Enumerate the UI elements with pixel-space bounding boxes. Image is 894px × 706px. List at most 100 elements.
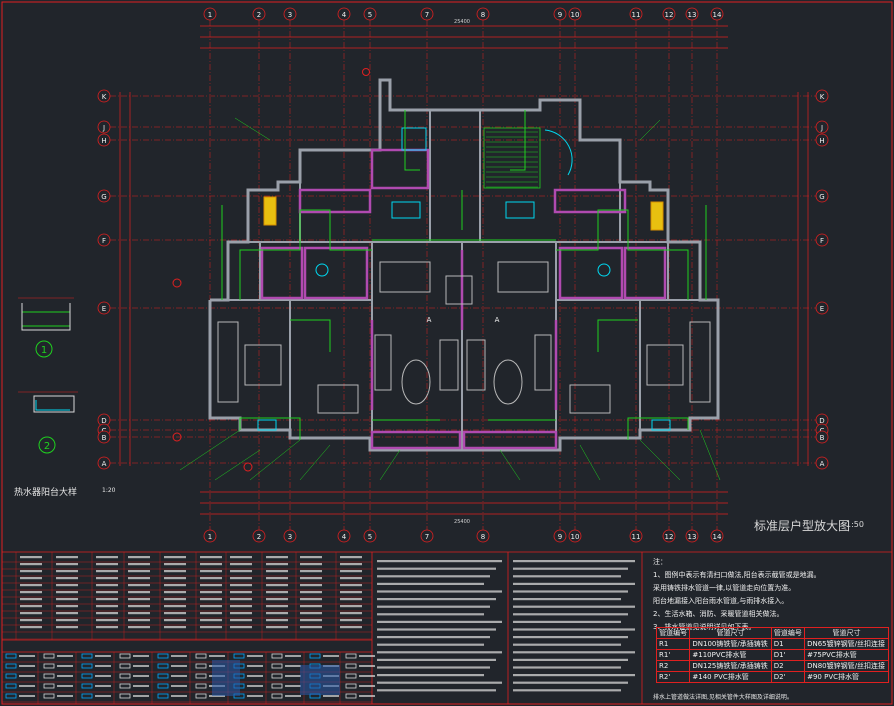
axis-label: K <box>102 93 107 101</box>
sanitary-fixtures <box>257 127 671 431</box>
axis-label: 13 <box>688 533 697 541</box>
axis-label: D <box>101 417 106 425</box>
axis-bubble <box>815 301 829 315</box>
axis-label: A <box>102 460 107 468</box>
legend-cell: D1' <box>770 649 806 661</box>
drawing-scale: 1:50 <box>846 520 864 529</box>
legend-footnote: 排水上管道做法详图,见相关管件大样图及详细说明。 <box>653 694 793 701</box>
axis-label: 5 <box>368 11 372 19</box>
axis-label: 4 <box>342 533 347 541</box>
note-line: 阳台地漏接入阳台雨水管道,与雨排水接入。 <box>653 597 789 605</box>
axis-label: 14 <box>713 533 722 541</box>
axis-label: D <box>819 417 824 425</box>
axis-bubble <box>363 7 377 21</box>
legend-cell: #140 PVC排水管 <box>689 671 772 683</box>
axis-bubble <box>685 7 699 21</box>
legend-cell: DN65镀锌钢管/丝扣连接 <box>804 638 889 650</box>
axis-bubble <box>97 430 111 444</box>
axis-label: J <box>820 124 823 132</box>
axis-bubble <box>337 7 351 21</box>
pipe-legend-table: 管道编号 管道尺寸 管道编号 管道尺寸 R1 DN100铸铁管/承插铸铁 D1 … <box>655 627 889 683</box>
axis-bubble <box>283 529 297 543</box>
axis-label: F <box>102 237 106 245</box>
schedule-area <box>2 551 892 704</box>
note-line: 2、生活水箱、消防、采暖管道相关做法。 <box>653 610 784 618</box>
axis-label: G <box>101 193 106 201</box>
legend-cell: D2' <box>770 671 806 683</box>
axis-label: 2 <box>257 533 261 541</box>
schedule-entries <box>20 556 362 629</box>
axis-bubble <box>97 89 111 103</box>
axis-bubble <box>420 7 434 21</box>
detail-scale: 1:20 <box>102 487 116 494</box>
axis-label: E <box>820 305 824 313</box>
axis-bubble <box>815 89 829 103</box>
legend-header-row: 管道编号 管道尺寸 管道编号 管道尺寸 <box>655 627 889 639</box>
axis-label: B <box>102 434 107 442</box>
water-heaters <box>263 196 664 231</box>
legend-header: 管道尺寸 <box>689 627 772 639</box>
interior-walls <box>210 110 718 450</box>
axis-bubble <box>815 430 829 444</box>
table-row: R2 DN125铸铁管/承插铸铁 D2 DN80镀锌钢管/丝扣连接 <box>655 660 889 672</box>
note-line: 1、图例中表示有清扫口做法,阳台表示截管或是地漏。 <box>653 571 821 579</box>
axis-bubble <box>97 456 111 470</box>
mark-a-right: A <box>495 316 500 324</box>
axis-bubble <box>568 7 582 21</box>
axis-label: 9 <box>558 11 562 19</box>
detail-marker-1: 1 <box>41 345 47 356</box>
annotation-leaders <box>179 117 721 481</box>
axis-bubble <box>337 529 351 543</box>
schedule-grid <box>2 552 372 704</box>
note-line: 采用铸铁排水管道一律,以管道走向位置为准。 <box>653 584 796 592</box>
section-markers <box>172 68 370 472</box>
pipe-network <box>221 110 707 440</box>
axis-bubble <box>815 189 829 203</box>
axis-bubble <box>252 529 266 543</box>
axis-bubble <box>203 529 217 543</box>
axis-bubble <box>568 529 582 543</box>
legend-cell: R2 <box>655 660 691 672</box>
dimension-lines <box>119 25 809 515</box>
axis-bubble <box>252 7 266 21</box>
axis-label: E <box>102 305 106 313</box>
legend-cell: #110PVC排水管 <box>689 649 772 661</box>
legend-cell: DN80镀锌钢管/丝扣连接 <box>804 660 889 672</box>
axis-bubble <box>629 529 643 543</box>
axis-label: B <box>820 434 825 442</box>
table-row: R1 DN100铸铁管/承插铸铁 D1 DN65镀锌钢管/丝扣连接 <box>655 638 889 650</box>
legend-header: 管道编号 <box>655 627 691 639</box>
axis-label: 3 <box>288 533 292 541</box>
legend-cell: DN100铸铁管/承插铸铁 <box>689 638 772 650</box>
axis-bubble <box>629 7 643 21</box>
axis-bubble <box>203 7 217 21</box>
axis-bubble <box>363 529 377 543</box>
axis-bubble <box>283 7 297 21</box>
axis-bubble <box>710 529 724 543</box>
axis-label: 8 <box>481 533 485 541</box>
dimension-total-top: 25400 <box>454 19 470 25</box>
notes-head: 注： <box>653 558 667 566</box>
legend-cell: #90 PVC排水管 <box>804 671 889 683</box>
detail-drawing <box>18 297 78 454</box>
symbol-legend <box>5 653 375 699</box>
axis-label: 14 <box>713 11 722 19</box>
furniture <box>217 261 711 414</box>
axis-bubble <box>97 301 111 315</box>
axis-label: F <box>820 237 824 245</box>
table-row: R1' #110PVC排水管 D1' #75PVC排水管 <box>655 649 889 661</box>
axis-bubble <box>815 133 829 147</box>
detail-title: 热水器阳台大样 <box>14 488 78 498</box>
axis-label: 4 <box>342 11 347 19</box>
axis-label: 7 <box>425 533 429 541</box>
axis-label: 12 <box>665 11 674 19</box>
axis-label: 10 <box>571 11 580 19</box>
axis-bubble <box>662 529 676 543</box>
legend-cell: R1 <box>655 638 691 650</box>
axis-bubble <box>476 7 490 21</box>
axis-label: 10 <box>571 533 580 541</box>
stair-treads <box>486 131 538 188</box>
axis-bubble <box>97 120 111 134</box>
axis-bubble <box>97 233 111 247</box>
